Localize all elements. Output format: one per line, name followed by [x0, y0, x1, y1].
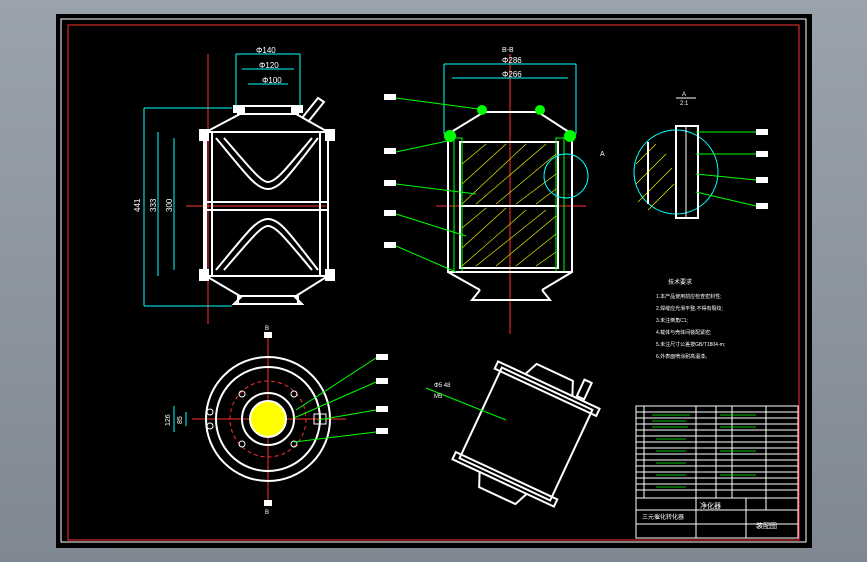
callout-a: A [600, 151, 605, 158]
dim-d266: Φ266 [502, 70, 522, 79]
tech-note-line: 1.本产品使用前应检查密封性; [656, 293, 722, 300]
dim-h300: 300 [165, 198, 174, 212]
drawing-sheet: Φ140 Φ120 Φ100 441 333 300 [56, 14, 812, 548]
title-block [635, 405, 799, 539]
section-mark-top: B [265, 326, 269, 332]
iso-view [425, 360, 601, 508]
tech-note-line: 5.未注尺寸公差按GB/T1804-m; [656, 341, 725, 348]
dim-h333: 333 [149, 198, 158, 212]
dim-h441: 441 [133, 198, 142, 212]
drawing-name: 净化器 [700, 501, 721, 510]
top-view [173, 332, 388, 506]
detail-title: A [682, 92, 686, 98]
detail-a-view [633, 97, 768, 219]
iso-label-2: M5 [434, 394, 443, 400]
title-org: 三元催化转化器 [642, 513, 684, 521]
inner-frame [67, 24, 800, 541]
tech-note-line: 4.载体与壳体间装配紧密; [656, 329, 712, 336]
front-view [143, 53, 335, 324]
dim-126: 126 [165, 414, 172, 426]
section-view [384, 54, 589, 334]
dim-85: 85 [177, 416, 184, 424]
section-title: B-B [502, 47, 514, 54]
iso-label-1: Φ5 48 [434, 383, 451, 389]
detail-scale: 2:1 [680, 101, 689, 107]
dim-d120: Φ120 [259, 61, 279, 70]
dim-d100: Φ100 [262, 76, 282, 85]
dim-d286: Φ286 [502, 56, 522, 65]
section-mark-bottom: B [265, 510, 269, 516]
outer-frame [60, 18, 807, 543]
technical-notes: 技术要求 1.本产品使用前应检查密封性; 2.焊缝应光滑平整,不得有裂纹; 3.… [656, 278, 725, 360]
tech-notes-title: 技术要求 [668, 278, 692, 286]
tech-note-line: 3.未注倒角C1; [656, 317, 688, 324]
tech-note-line: 2.焊缝应光滑平整,不得有裂纹; [656, 305, 723, 312]
cad-drawing: Φ140 Φ120 Φ100 441 333 300 [60, 18, 807, 543]
tech-note-line: 6.外表面喷涂耐高温漆。 [656, 353, 710, 360]
dim-d140: Φ140 [256, 46, 276, 55]
title-company: 装配图 [756, 521, 777, 530]
